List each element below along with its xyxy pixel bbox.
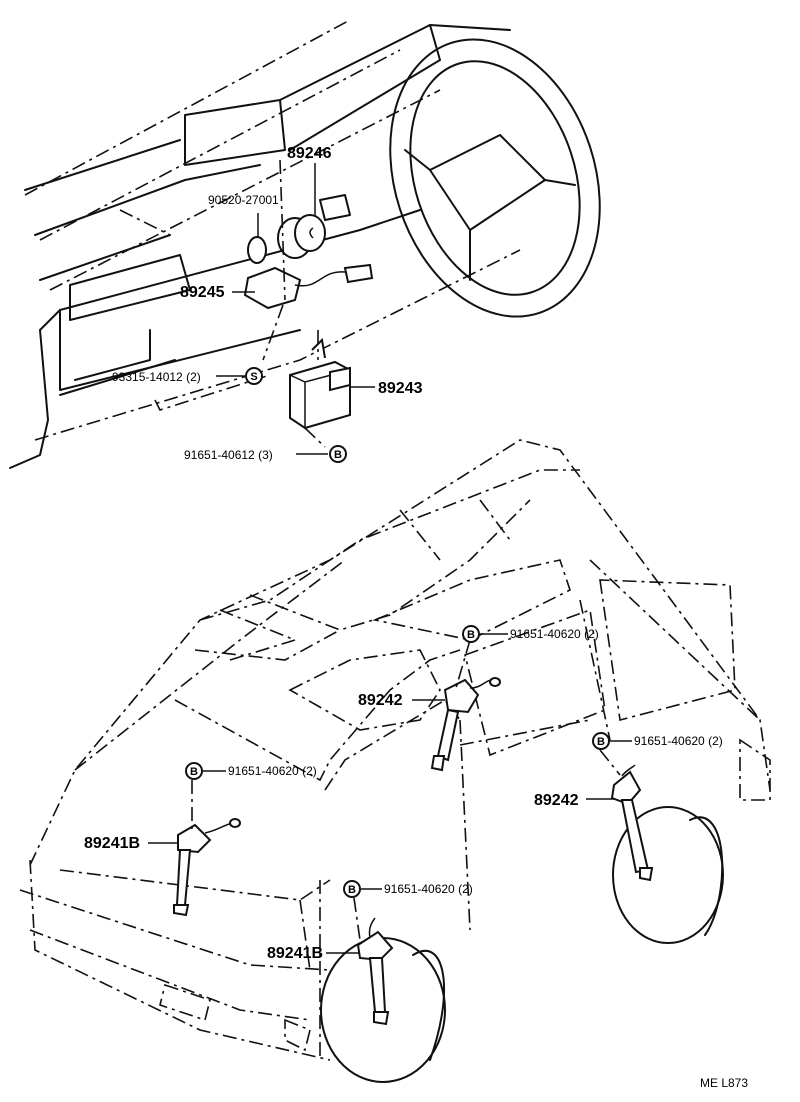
label-89242-b: 89242 (534, 792, 579, 809)
symbol-b-91651-620-c: B (185, 762, 203, 780)
svg-text:B: B (348, 884, 356, 896)
label-89241B-b: 89241B (267, 945, 323, 962)
steering-wheel (389, 38, 601, 318)
symbol-b-91651-612: B (329, 445, 347, 463)
label-91651-40620-a: 91651-40620 (2) (510, 627, 599, 641)
diagram-code: ME L873 (700, 1076, 748, 1090)
symbol-b-91651-620-b: B (592, 732, 610, 750)
label-90520-27001: 90520-27001 (208, 193, 279, 207)
label-91651-40612: 91651-40612 (3) (184, 448, 273, 462)
dashboard-outline (9, 19, 521, 469)
label-91651-40620-d: 91651-40620 (2) (384, 882, 473, 896)
symbol-s-93315: S (245, 367, 263, 385)
switch-89246 (277, 214, 326, 259)
bottom-leader-lines (148, 633, 632, 954)
ring-90520 (247, 236, 267, 264)
svg-text:S: S (250, 371, 257, 383)
label-89246: 89246 (287, 145, 332, 162)
svg-text:B: B (597, 736, 605, 748)
label-91651-40620-b: 91651-40620 (2) (634, 734, 723, 748)
symbol-b-91651-620-d: B (343, 880, 361, 898)
label-89241B-a: 89241B (84, 835, 140, 852)
label-93315-14012: 93315-14012 (2) (112, 370, 201, 384)
svg-text:B: B (190, 766, 198, 778)
symbol-b-91651-620-a: B (462, 625, 480, 643)
van-body (19, 439, 771, 1061)
svg-text:B: B (334, 449, 342, 461)
damper-89242-upper (430, 677, 501, 772)
svg-text:B: B (467, 629, 475, 641)
label-89243: 89243 (378, 380, 423, 397)
van-wheels (320, 806, 724, 1083)
label-91651-40620-c: 91651-40620 (2) (228, 764, 317, 778)
label-89242-a: 89242 (358, 692, 403, 709)
label-89245: 89245 (180, 284, 225, 301)
module-89243 (289, 337, 351, 430)
top-leader-lines (216, 159, 375, 455)
damper-89242-lower (610, 764, 654, 882)
damper-89241B-right (356, 917, 394, 1026)
damper-89241B-left (173, 818, 241, 917)
bracket-89245 (243, 263, 374, 310)
